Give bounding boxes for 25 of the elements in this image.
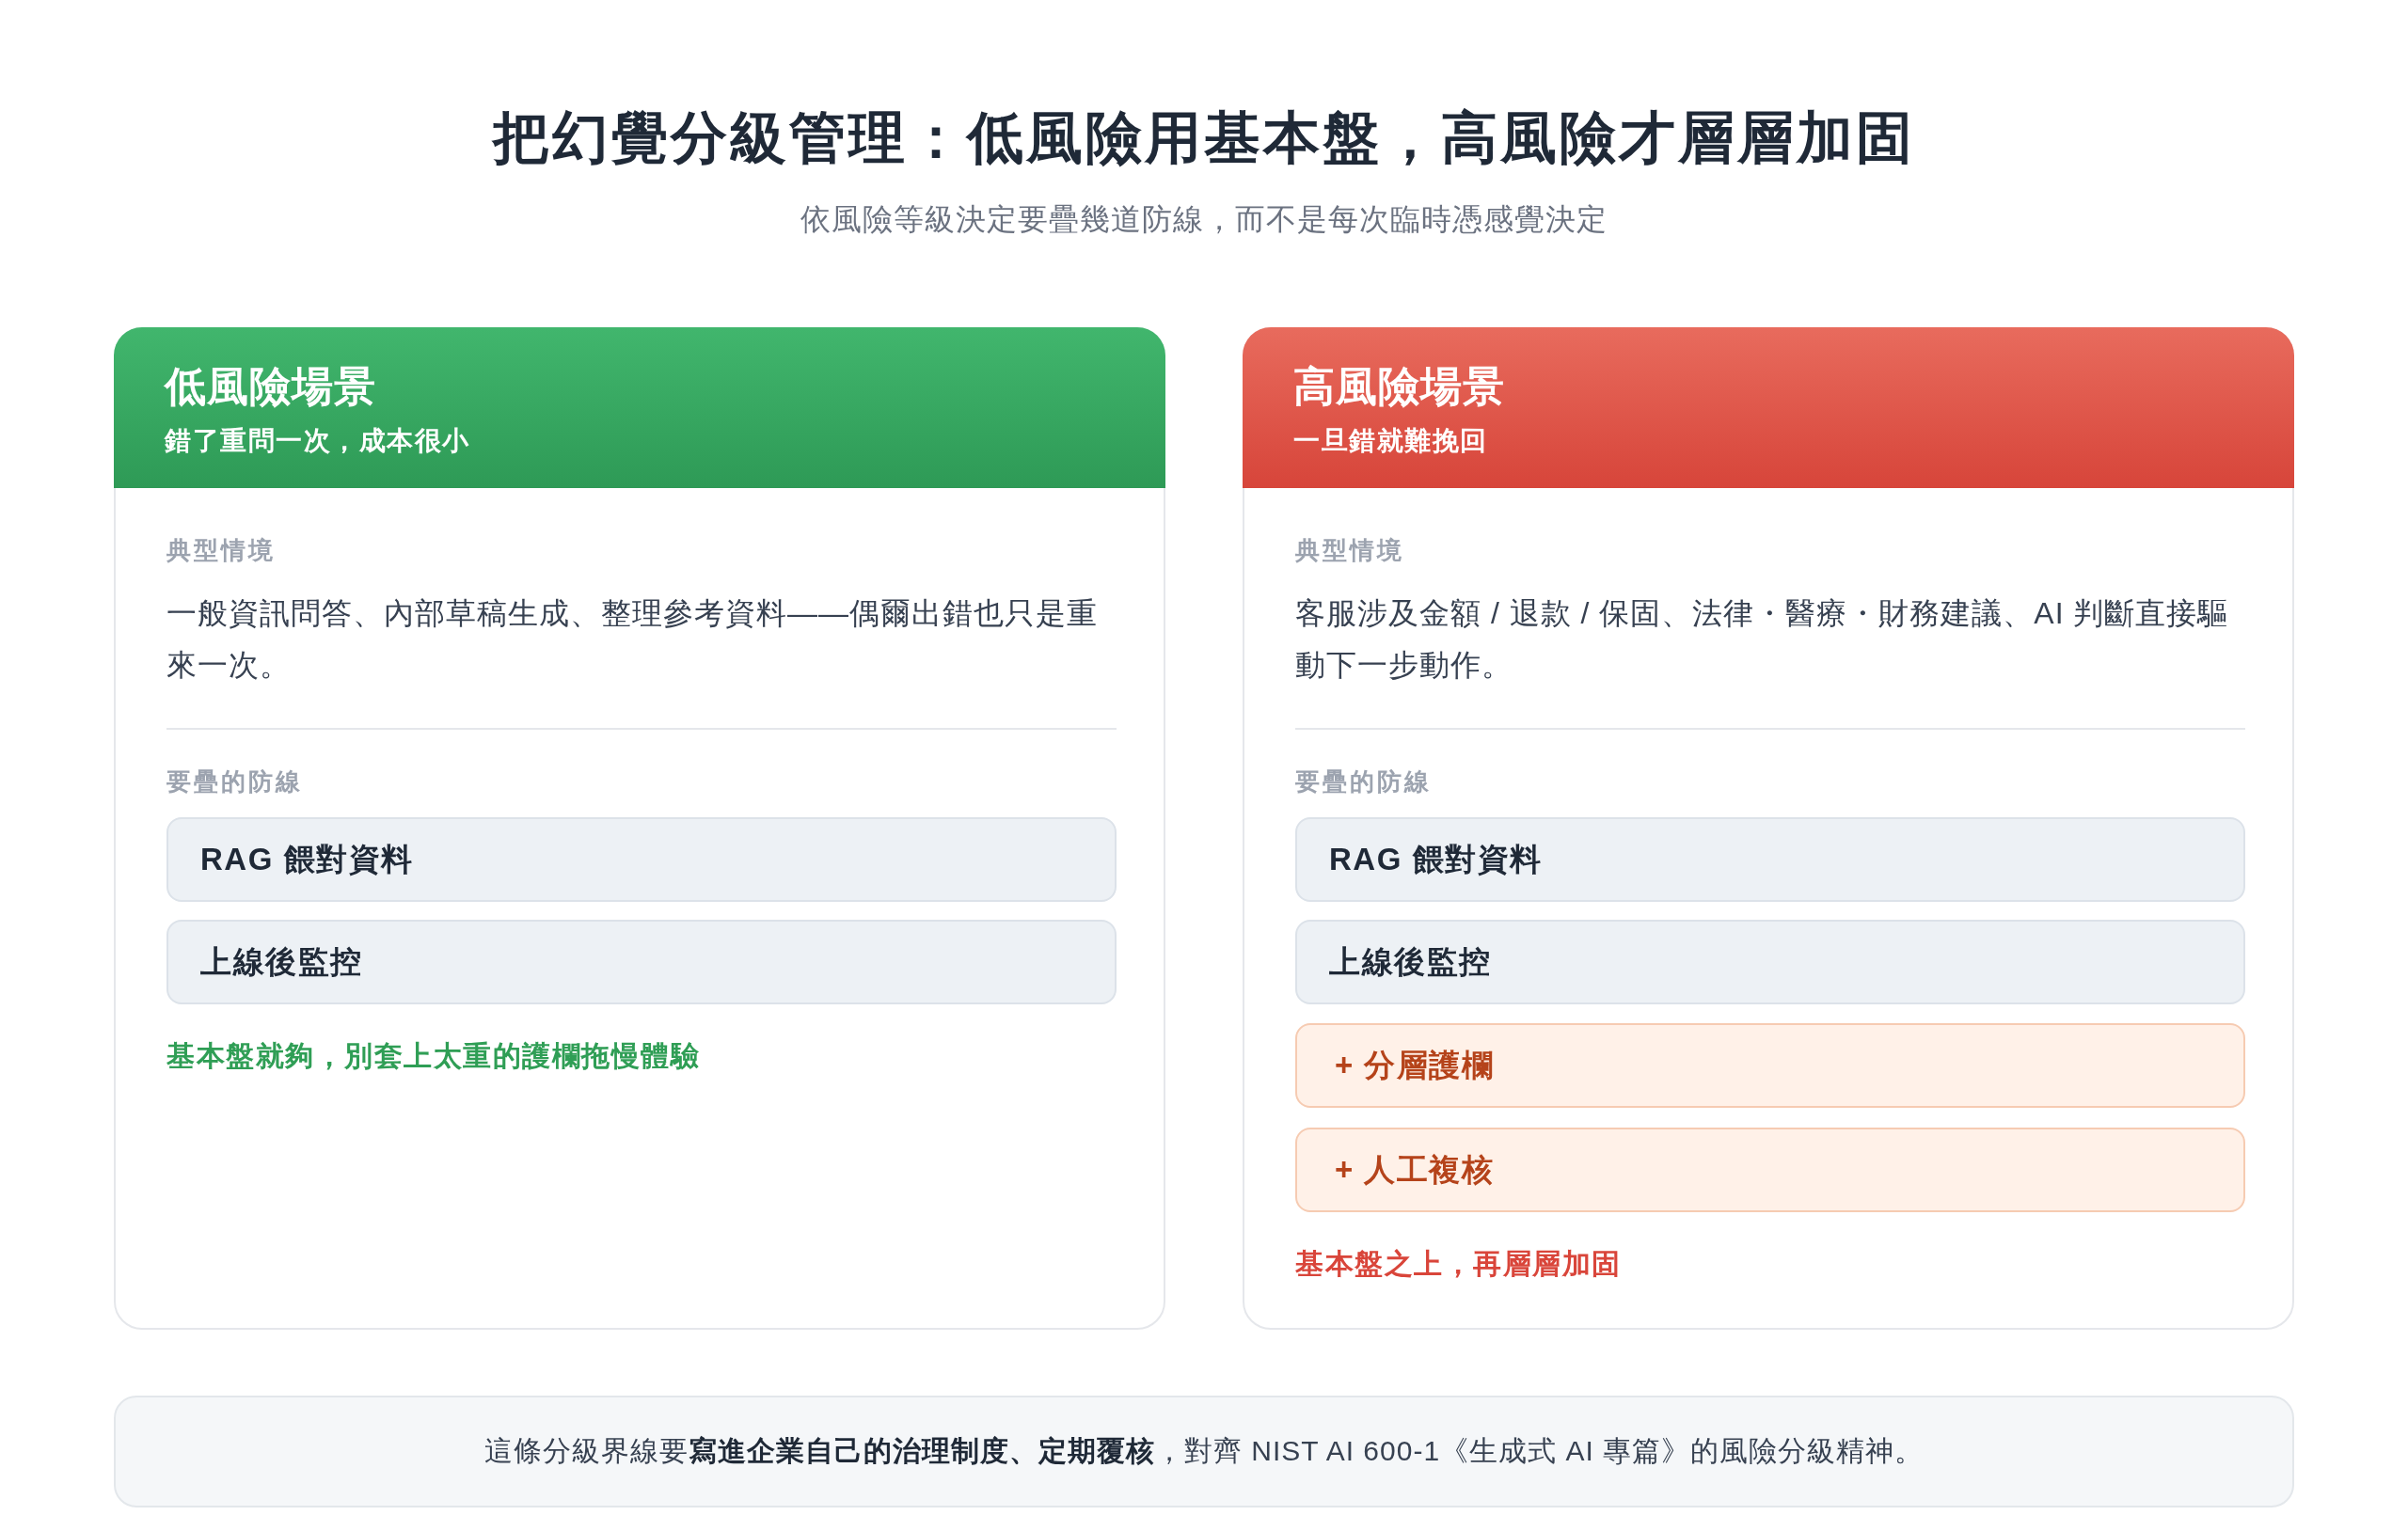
section-label: 典型情境 — [166, 536, 276, 565]
card-header — [1243, 327, 2294, 488]
section-label: 要疊的防線 — [166, 767, 303, 797]
note-box: 這條分級界線要寫進企業自己的治理制度、定期覆核，對齊 NIST AI 600-1《生成式 AI 專篇》的風險分級精神。 — [114, 1396, 2294, 1507]
section-label: 典型情境 — [1295, 536, 1404, 565]
defense-box: 上線後監控 — [1295, 920, 2245, 1004]
section-label: 要疊的防線 — [1295, 767, 1432, 797]
card-subtitle: 一旦錯就難挽回 — [1293, 425, 1488, 457]
card-subtitle: 錯了重問一次，成本很小 — [165, 425, 470, 457]
defense-box: RAG 餵對資料 — [1295, 817, 2245, 902]
defense-box: RAG 餵對資料 — [166, 817, 1117, 902]
note-text: 基本盤就夠，別套上太重的護欄拖慢體驗 — [166, 1039, 700, 1073]
scenario-card — [114, 327, 1165, 1330]
defense-box: + 分層護欄 — [1295, 1023, 2245, 1108]
card-title: 低風險場景 — [165, 362, 376, 411]
card-header — [114, 327, 1165, 488]
subtitle: 依風險等級決定要疊幾道防線，而不是每次臨時憑感覺決定 — [800, 201, 1608, 238]
note-text: 基本盤之上，再層層加固 — [1295, 1247, 1622, 1281]
body-text: 客服涉及金額 / 退款 / 保固、法律・醫療・財務建議、AI 判斷直接驅動下一步動作。 — [1295, 595, 2230, 684]
scenario-card — [1243, 327, 2294, 1330]
title: 把幻覺分級管理：低風險用基本盤，高風險才層層加固 — [493, 105, 1915, 171]
defense-box: + 人工複核 — [1295, 1128, 2245, 1212]
card-title: 高風險場景 — [1293, 362, 1505, 411]
body-text: 一般資訊問答、內部草稿生成、整理參考資料——偶爾出錯也只是重來一次。 — [166, 595, 1099, 684]
defense-box: 上線後監控 — [166, 920, 1117, 1004]
